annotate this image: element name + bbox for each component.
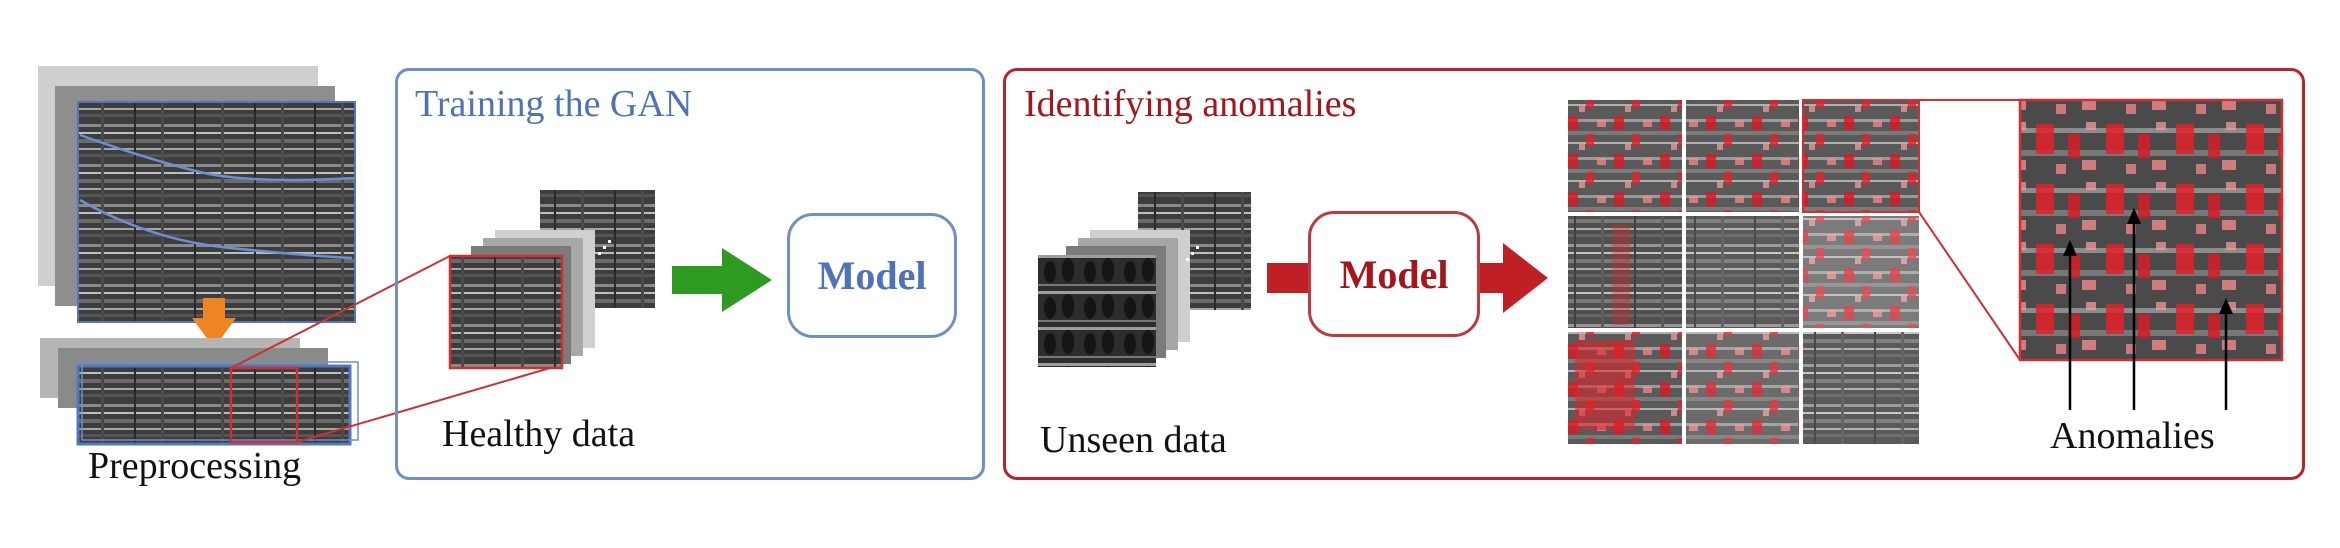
preprocessing-caption: Preprocessing: [88, 445, 302, 487]
unseen-data-caption: Unseen data: [1040, 419, 1227, 461]
anomaly-tile: [1568, 100, 1682, 212]
zoom-line-top: [230, 255, 451, 369]
red-right-arrow-icon-left: [1267, 263, 1311, 293]
anomaly-tile: [1686, 216, 1799, 328]
green-right-arrow-icon: [672, 248, 772, 312]
anomaly-pointer-arrows: [2063, 208, 2233, 410]
anomaly-tile: [1803, 216, 1919, 328]
anomaly-tile: [1686, 100, 1799, 212]
selected-patch-outline: [229, 366, 299, 444]
anomaly-panel: [1003, 68, 2305, 480]
healthy-data-caption: Healthy data: [442, 413, 636, 455]
anomaly-tile: [1803, 332, 1919, 444]
zoom-line-bottom-right: [1918, 211, 2021, 361]
unseen-data-stack: [1038, 192, 1251, 367]
preprocessing-group: [38, 66, 359, 446]
healthy-data-stack: [448, 190, 655, 370]
anomaly-tile: [1803, 100, 1919, 212]
anomaly-model-box: Model: [1308, 211, 1480, 337]
anomaly-tile: [1686, 332, 1799, 444]
red-right-arrow-icon: [1479, 243, 1548, 313]
gan-model-box: Model: [787, 213, 957, 338]
anomaly-zoom-patch: [2018, 98, 2284, 362]
oct-volume-slice: [78, 102, 355, 322]
retina-layer-top-line: [79, 133, 356, 182]
training-panel: [395, 68, 985, 480]
retina-layer-bottom-line: [79, 198, 353, 260]
anomaly-panel-title: Identifying anomalies: [1024, 83, 1357, 125]
training-panel-title: Training the GAN: [415, 83, 693, 125]
anomaly-tile: [1568, 216, 1682, 328]
orange-down-arrow-icon: [192, 298, 236, 348]
flattened-volume: [78, 366, 350, 444]
anomaly-map-grid: [1568, 99, 1920, 444]
zoom-line-bottom: [296, 367, 551, 443]
anomalies-caption: Anomalies: [2050, 415, 2215, 457]
